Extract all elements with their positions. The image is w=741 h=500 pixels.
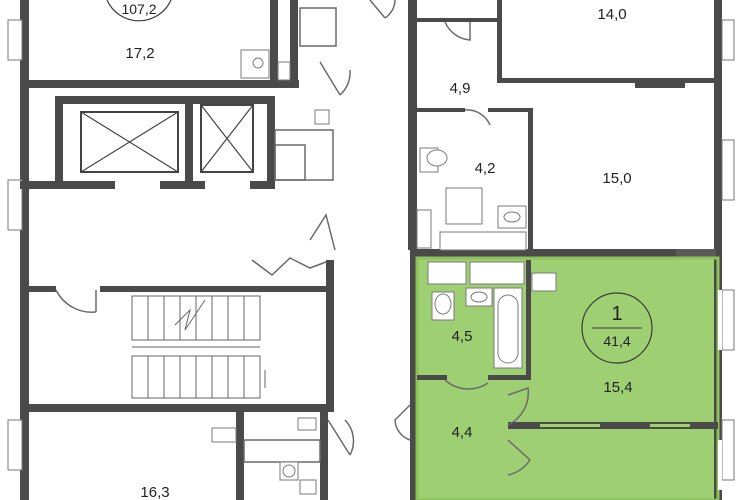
apartment-rooms-count: 1 — [611, 303, 622, 325]
area-top-left-room: 17,2 — [125, 45, 154, 62]
area-bottom-left-room: 16,3 — [140, 484, 169, 500]
apartment-badge[interactable]: 1 41,4 — [581, 292, 653, 364]
top-right-rooms — [416, 0, 718, 259]
stairs — [131, 295, 266, 399]
selected-apartment-plan — [394, 256, 722, 500]
elevator-shaft-2 — [200, 104, 254, 173]
area-room-right-mid: 15,0 — [602, 170, 631, 187]
selected-apartment-fill — [417, 258, 718, 500]
top-left-rooms — [29, 0, 396, 125]
elevator-block — [20, 96, 334, 189]
area-hallway: 4,4 — [452, 424, 473, 441]
area-top-right-room: 14,0 — [597, 6, 626, 23]
elevator-shaft-1 — [80, 111, 179, 173]
top-left-total-area: 107,2 — [121, 1, 156, 17]
apartment-total-area: 41,4 — [603, 333, 630, 349]
top-left-badge: 107,2 — [106, 0, 172, 22]
selected-apartment[interactable] — [417, 258, 718, 500]
bottom-left-rooms — [211, 412, 355, 500]
area-living-room: 15,4 — [603, 379, 632, 396]
area-bathroom: 4,5 — [452, 328, 473, 345]
area-bath-right: 4,2 — [475, 160, 496, 177]
stairwell — [20, 213, 336, 412]
room-area-labels: 17,2 14,0 4,9 4,2 15,0 15,4 4,5 4,4 16,3 — [125, 6, 632, 500]
area-hall-right: 4,9 — [450, 80, 471, 97]
